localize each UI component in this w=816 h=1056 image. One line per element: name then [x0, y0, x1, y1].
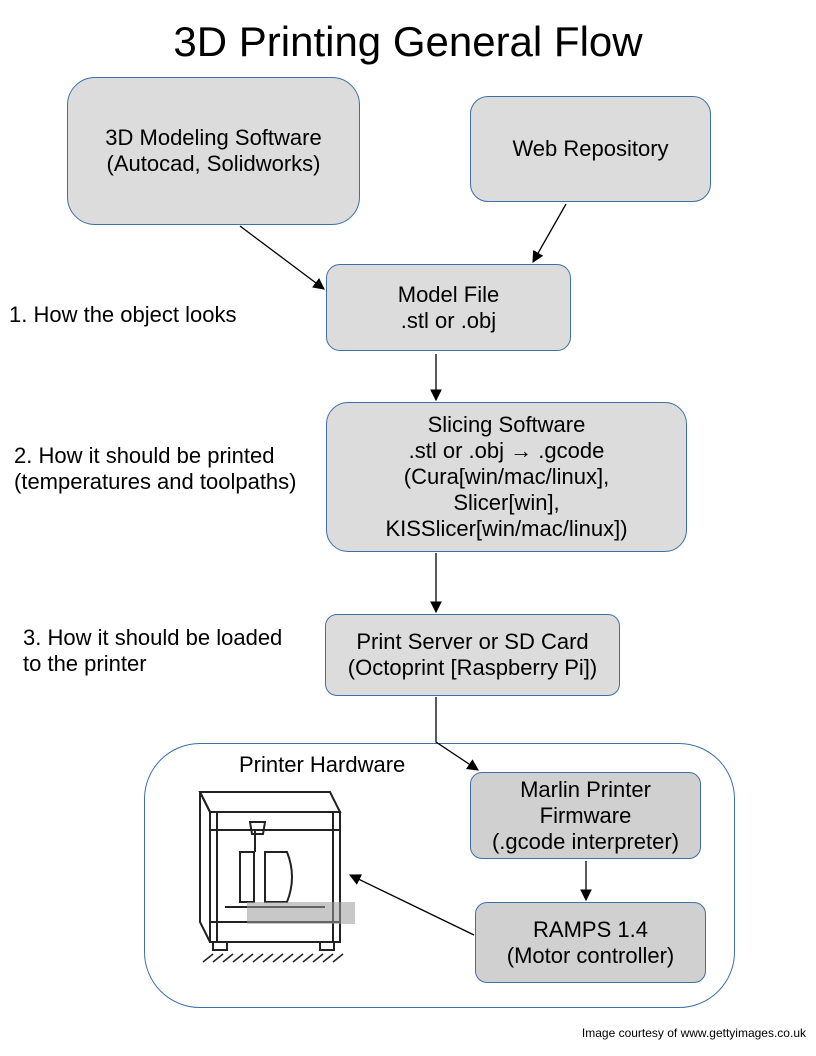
node-web-repository: Web Repository [470, 96, 711, 202]
image-credit: Image courtesy of www.gettyimages.co.uk [581, 1026, 806, 1040]
diagram-title: 3D Printing General Flow [173, 18, 643, 65]
3d-printer-sketch-icon [198, 791, 355, 963]
arrow-ramps-to-printer [348, 874, 475, 936]
note-step-1: 1. How the object looks [9, 302, 237, 327]
note-step-2: 2. How it should be printed (temperature… [14, 443, 297, 494]
arrow-modeling-to-model-file [239, 225, 325, 290]
node-print-server: Print Server or SD Card (Octoprint [Rasp… [325, 614, 620, 696]
node-slicing-software: Slicing Software .stl or .obj → .gcode (… [326, 402, 687, 552]
note-step-3: 3. How it should be loaded to the printe… [23, 625, 283, 676]
printer-hardware-label: Printer Hardware [239, 752, 406, 777]
arrow-print-server-to-marlin [435, 697, 479, 771]
node-marlin-firmware: Marlin Printer Firmware (.gcode interpre… [470, 772, 701, 859]
node-ramps: RAMPS 1.4 (Motor controller) [475, 902, 706, 983]
node-3d-modeling-software: 3D Modeling Software (Autocad, Solidwork… [67, 77, 360, 225]
node-model-file: Model File .stl or .obj [326, 264, 571, 351]
arrow-web-to-model-file [532, 203, 567, 264]
